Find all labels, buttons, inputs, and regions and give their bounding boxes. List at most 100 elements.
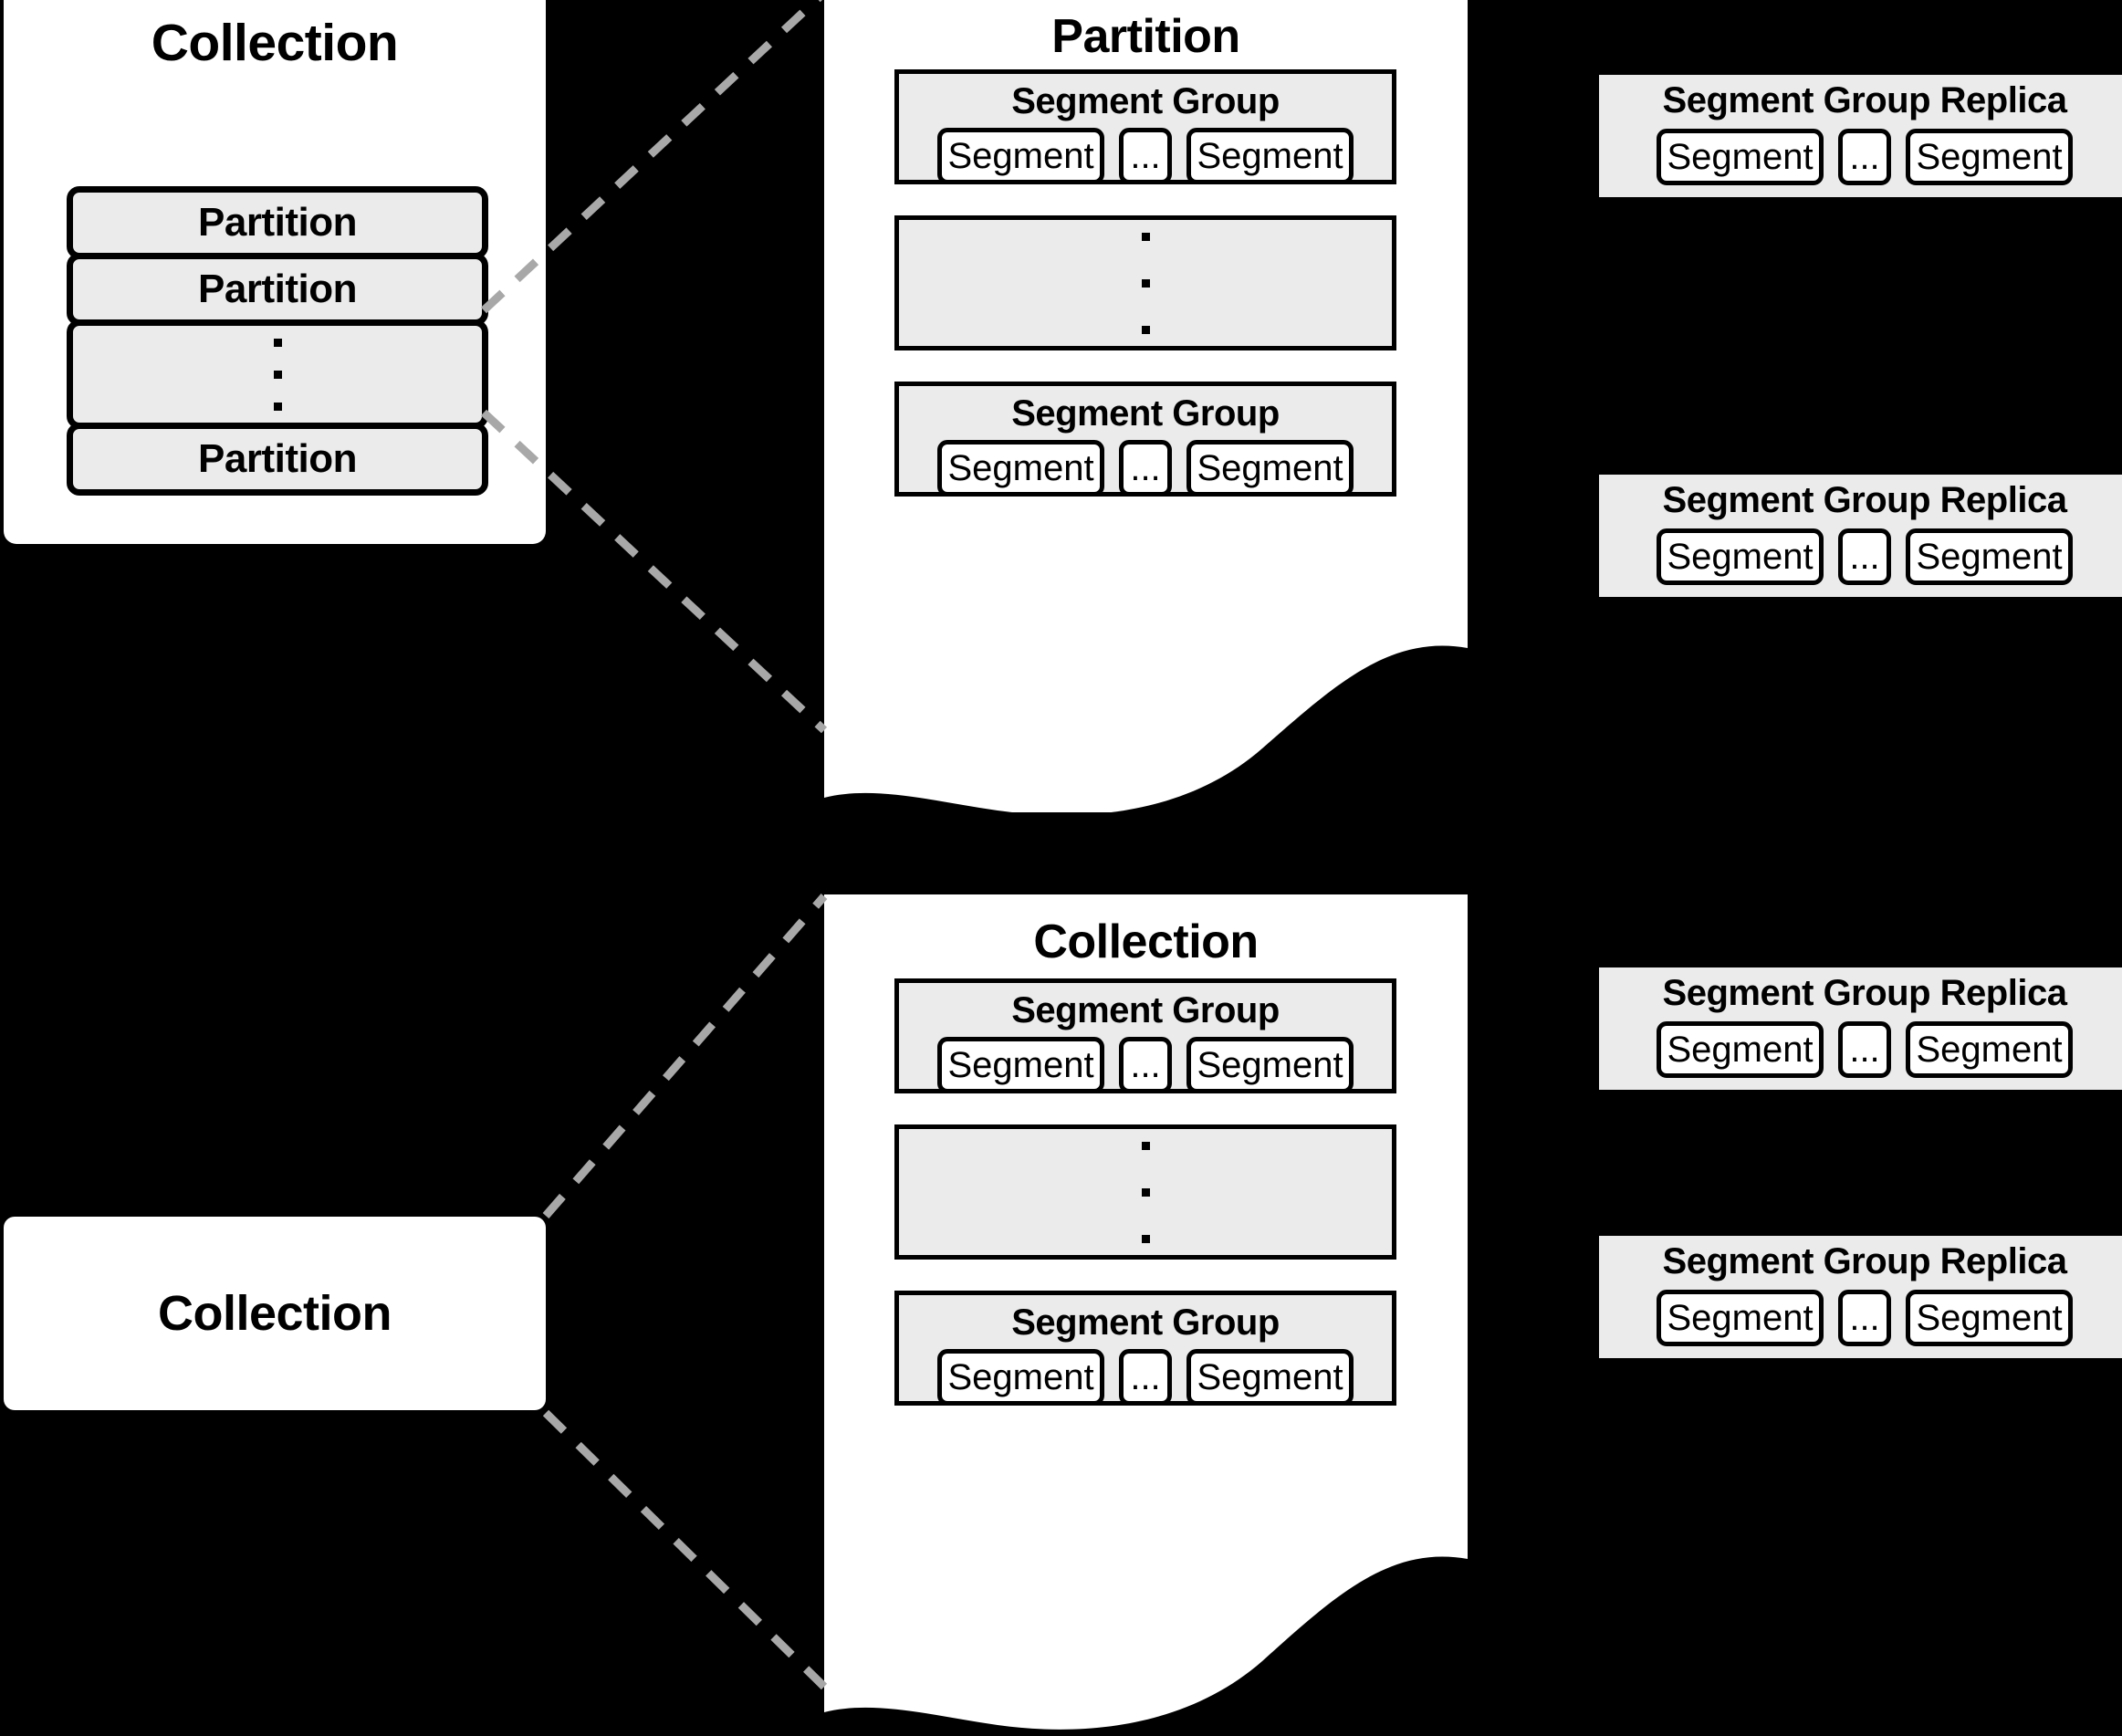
segment-label: Segment (947, 1356, 1094, 1397)
segment-group-box[interactable]: Segment Group Segment ... Segment (894, 382, 1396, 497)
collection-top-title: Collection (151, 14, 399, 72)
segment-group-title: Segment Group (1011, 81, 1280, 121)
segment-box[interactable]: Segment (1657, 1021, 1824, 1078)
segment-label: Segment (1916, 1029, 2063, 1070)
collection-panel-heading: Collection (1033, 915, 1259, 968)
replica-title: Segment Group Replica (1662, 1241, 2067, 1281)
segment-box[interactable]: Segment (1186, 128, 1354, 184)
segment-ellipsis-box: ... (1838, 528, 1891, 585)
segment-box[interactable]: Segment (1186, 1349, 1354, 1406)
replica-title: Segment Group Replica (1662, 80, 2067, 120)
segment-label: Segment (1197, 1356, 1343, 1397)
replica-title: Segment Group Replica (1662, 973, 2067, 1013)
vertical-dot-icon (1141, 1141, 1150, 1150)
vertical-dot-icon (273, 402, 282, 411)
partition-label: Partition (198, 436, 357, 481)
segment-row: Segment ... Segment (899, 128, 1392, 184)
segment-group-box[interactable]: Segment Group Segment ... Segment (894, 978, 1396, 1093)
segment-box[interactable]: Segment (1657, 1290, 1824, 1346)
connector-collection-to-panel-bottom (542, 1409, 828, 1690)
segment-label: Segment (1197, 135, 1343, 176)
segment-label: Segment (1197, 1044, 1343, 1085)
segment-label: ... (1849, 1029, 1880, 1070)
segment-group-box[interactable]: Segment Group Segment ... Segment (894, 69, 1396, 184)
segment-label: ... (1130, 135, 1161, 176)
segment-label: Segment (1667, 136, 1814, 177)
partition-detail-panel: Partition Segment Group Segment ... Segm… (824, 0, 1468, 812)
segment-ellipsis-box: ... (1119, 1037, 1172, 1093)
segment-ellipsis-box: ... (1838, 1021, 1891, 1078)
segment-label: Segment (1667, 1029, 1814, 1070)
segment-group-title: Segment Group (1011, 1302, 1280, 1343)
vertical-dot-icon (1141, 1187, 1150, 1197)
segment-box[interactable]: Segment (937, 1037, 1104, 1093)
partition-stack: Partition Partition Partition (67, 186, 488, 496)
segment-row: Segment ... Segment (1599, 1021, 2122, 1078)
collection-card-top: Collection Partition Partition Partition (4, 0, 546, 544)
segment-label: ... (1130, 447, 1161, 488)
segment-box[interactable]: Segment (1657, 129, 1824, 185)
segment-box[interactable]: Segment (1186, 1037, 1354, 1093)
segment-ellipsis-box: ... (1119, 128, 1172, 184)
segment-label: ... (1130, 1044, 1161, 1085)
segment-row: Segment ... Segment (1599, 1290, 2122, 1346)
segment-label: Segment (947, 447, 1094, 488)
collection-card-bottom[interactable]: Collection (4, 1217, 546, 1410)
segment-ellipsis-box: ... (1119, 440, 1172, 497)
partition-label: Partition (198, 267, 357, 311)
segment-row: Segment ... Segment (1599, 528, 2122, 585)
segment-box[interactable]: Segment (937, 1349, 1104, 1406)
segment-group-replica-4[interactable]: Segment Group Replica Segment ... Segmen… (1599, 1236, 2122, 1358)
segment-row: Segment ... Segment (1599, 129, 2122, 185)
vertical-dot-icon (273, 338, 282, 347)
segment-box[interactable]: Segment (1906, 1021, 2073, 1078)
segment-label: Segment (1916, 1297, 2063, 1338)
partition-panel-content: Partition Segment Group Segment ... Segm… (824, 0, 1468, 812)
segment-label: Segment (947, 135, 1094, 176)
segment-ellipsis-box: ... (1119, 1349, 1172, 1406)
segment-label: ... (1849, 1297, 1880, 1338)
segment-label: ... (1849, 136, 1880, 177)
segment-label: Segment (1667, 536, 1814, 577)
replica-title: Segment Group Replica (1662, 480, 2067, 520)
segment-group-replica-3[interactable]: Segment Group Replica Segment ... Segmen… (1599, 967, 2122, 1090)
vertical-dot-icon (1141, 232, 1150, 241)
segment-box[interactable]: Segment (937, 440, 1104, 497)
segment-group-replica-1[interactable]: Segment Group Replica Segment ... Segmen… (1599, 75, 2122, 197)
segment-label: Segment (1667, 1297, 1814, 1338)
collection-panel-content: Collection Segment Group Segment ... Seg… (824, 894, 1468, 1736)
segment-box[interactable]: Segment (1186, 440, 1354, 497)
partition-box-4[interactable]: Partition (67, 423, 488, 496)
segment-box[interactable]: Segment (1906, 1290, 2073, 1346)
connector-collection-to-panel-top (542, 894, 828, 1218)
segment-label: Segment (1197, 447, 1343, 488)
vertical-dot-icon (1141, 278, 1150, 288)
segment-label: Segment (947, 1044, 1094, 1085)
segment-group-ellipsis-box (894, 1124, 1396, 1260)
segment-row: Segment ... Segment (899, 1349, 1392, 1406)
segment-box[interactable]: Segment (1906, 528, 2073, 585)
segment-row: Segment ... Segment (899, 440, 1392, 497)
segment-box[interactable]: Segment (1657, 528, 1824, 585)
segment-ellipsis-box: ... (1838, 1290, 1891, 1346)
segment-group-title: Segment Group (1011, 990, 1280, 1030)
segment-box[interactable]: Segment (937, 128, 1104, 184)
segment-group-replica-2[interactable]: Segment Group Replica Segment ... Segmen… (1599, 475, 2122, 597)
partition-label: Partition (198, 200, 357, 245)
segment-row: Segment ... Segment (899, 1037, 1392, 1093)
partition-box-2[interactable]: Partition (67, 253, 488, 326)
segment-label: ... (1130, 1356, 1161, 1397)
segment-group-box[interactable]: Segment Group Segment ... Segment (894, 1291, 1396, 1406)
collection-bottom-label: Collection (157, 1286, 392, 1341)
partition-box-ellipsis (67, 319, 488, 429)
partition-box-1[interactable]: Partition (67, 186, 488, 259)
segment-box[interactable]: Segment (1906, 129, 2073, 185)
partition-panel-heading: Partition (1051, 10, 1240, 63)
segment-label: Segment (1916, 536, 2063, 577)
segment-ellipsis-box: ... (1838, 129, 1891, 185)
vertical-dot-icon (1141, 1234, 1150, 1243)
vertical-dot-icon (1141, 325, 1150, 334)
vertical-dot-icon (273, 370, 282, 379)
segment-group-ellipsis-box (894, 215, 1396, 350)
